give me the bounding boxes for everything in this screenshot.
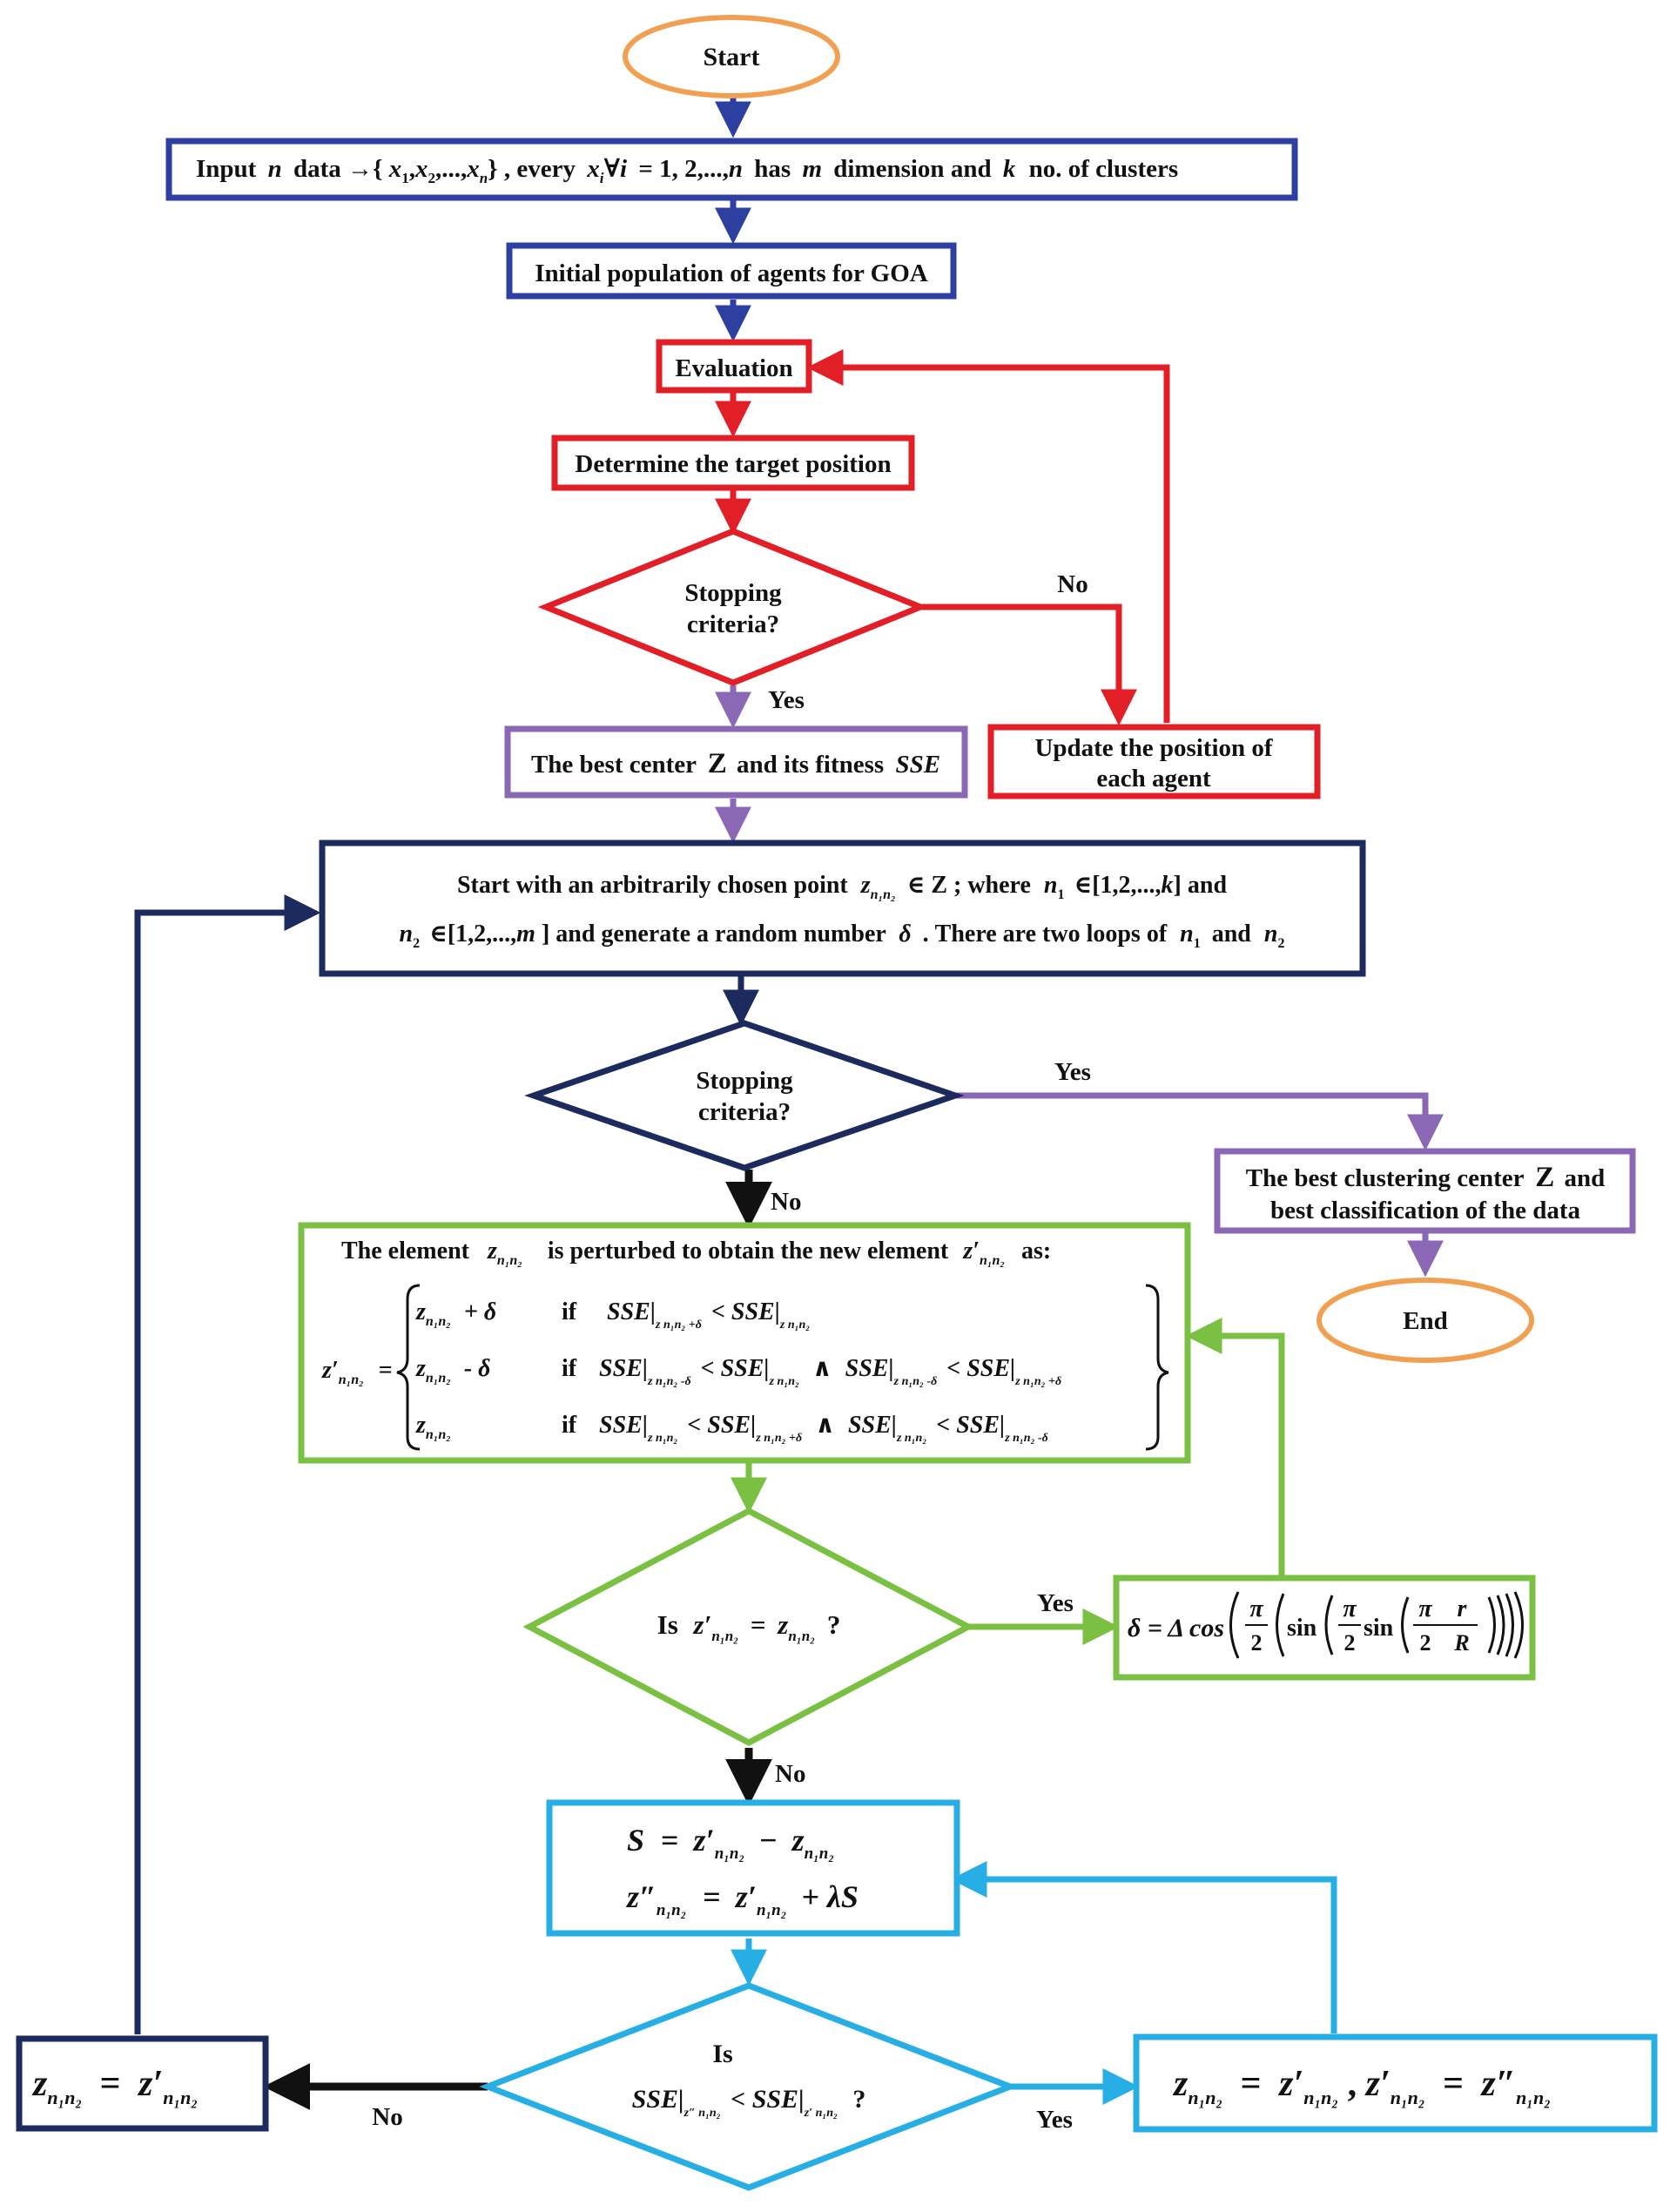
edge-label-yes-stop1: Yes [768,686,805,714]
perturb-row2: zn₁n₂ - δ if SSE|z n₁n₂ -δ < SSE|z n₁n₂ … [415,1355,1061,1391]
edge-delta-perturb [1185,1318,1285,1576]
initpop-label: Initial population of agents for GOA [535,260,927,287]
delta-pi-3: π [1418,1595,1432,1622]
stop1-line2: criteria? [687,610,779,638]
target-box: Determine the target position [551,435,915,491]
left-assign-text: zn₁n₂ = z′n₁n₂ [31,2064,198,2113]
best-center-text: The best center Z and its fitness SSE [531,748,940,779]
edge-rightassign-scalc [950,1861,1337,2033]
left-assign-box: zn₁n₂ = z′n₁n₂ [16,2035,269,2132]
input-text: Input n data →{ x1,x2,...,xn} , every xi… [196,155,1178,186]
delta-sin-1: sin [1287,1615,1317,1642]
right-assign-text: zn₁n₂ = z′n₁n₂ , z′n₁n₂ = z″n₁n₂ [1172,2064,1551,2113]
best-clustering-line1: The best clustering center Z and [1246,1162,1606,1193]
is-equal-text: Is z′n₁n₂ = zn₁n₂ ? [657,1609,841,1647]
edge-label-yes-issse: Yes [1036,2106,1073,2134]
delta-paren-close-4 [1487,1596,1496,1654]
delta-two-2: 2 [1344,1630,1356,1656]
delta-lhs: δ = Δ cos [1128,1614,1224,1642]
is-sse-line2: SSE|z″ n₁n₂ < SSE|z′ n₁n₂ ? [632,2085,866,2122]
input-box: Input n data →{ x1,x2,...,xn} , every xi… [165,138,1298,201]
edge-stop2-bestclustering [955,1092,1444,1151]
delta-paren-open-3 [1324,1595,1334,1656]
perturb-header: The element zn₁n₂ is perturbed to obtain… [341,1238,1051,1271]
delta-paren-open-4 [1401,1596,1410,1654]
delta-paren-open-2 [1276,1593,1285,1657]
edge-label-yes-isequal: Yes [1037,1589,1074,1617]
delta-paren-close-1 [1513,1591,1524,1659]
perturb-box: The element zn₁n₂ is perturbed to obtain… [298,1222,1191,1464]
update-line2: each agent [1096,765,1211,792]
delta-formula: δ = Δ cos π 2 sin π 2 sin π 2 [1128,1591,1524,1659]
delta-R: R [1453,1630,1469,1656]
s-calc-box: S = z′n₁n₂ − zn₁n₂ z″n₁n₂ = z′n₁n₂ + λS [546,1799,960,1937]
s-calc-line1: S = z′n₁n₂ − zn₁n₂ [627,1823,834,1865]
perturb-lhs: z′n₁n₂ = [321,1357,393,1390]
delta-two-3: 2 [1420,1630,1431,1656]
perturb-right-brace [1145,1284,1169,1451]
initpop-box: Initial population of agents for GOA [506,242,957,300]
is-sse-line1: Is [712,2040,732,2068]
edge-stop1-update [920,604,1137,726]
start-label: Start [704,43,760,71]
update-box: Update the position of each agent [987,724,1321,799]
best-clustering-box: The best clustering center Z and best cl… [1214,1148,1636,1234]
target-label: Determine the target position [575,450,891,478]
delta-formula-box: δ = Δ cos π 2 sin π 2 sin π 2 [1113,1575,1536,1681]
perturb-left-brace [396,1284,421,1451]
perturb-row1: zn₁n₂ + δ if SSE|z n₁n₂ +δ < SSE|z n₁n₂ [415,1298,810,1334]
update-line1: Update the position of [1034,734,1272,762]
delta-pi-1: π [1249,1595,1263,1622]
right-assign-box: zn₁n₂ = z′n₁n₂ , z′n₁n₂ = z″n₁n₂ [1133,2033,1658,2133]
start-with-line1: Start with an arbitrarily chosen point z… [457,872,1227,905]
end-terminal: End [1316,1278,1534,1363]
edge-label-yes-stop2: Yes [1054,1058,1091,1086]
stop2-line2: criteria? [698,1098,791,1126]
best-center-box: The best center Z and its fitness SSE [504,725,968,799]
stop1-line1: Stopping [684,579,782,607]
delta-paren-open-1 [1229,1591,1240,1659]
is-sse-diamond: Is SSE|z″ n₁n₂ < SSE|z′ n₁n₂ ? [479,1982,1019,2191]
is-equal-diamond: Is z′n₁n₂ = zn₁n₂ ? [522,1507,975,1746]
evaluation-label: Evaluation [675,354,792,382]
nodes: Start Input n data →{ x1,x2,...,xn} , ev… [16,15,1658,2191]
edge-label-no-stop1: No [1057,570,1088,598]
evaluation-box: Evaluation [656,339,812,394]
stop2-diamond: Stopping criteria? [524,1020,965,1171]
delta-two-1: 2 [1251,1630,1263,1656]
best-clustering-line2: best classification of the data [1270,1197,1581,1224]
edges [134,92,1444,2110]
delta-pi-2: π [1343,1595,1357,1622]
edge-update-eval [806,349,1170,723]
edge-labels: No Yes Yes No Yes No No Yes [372,570,1091,2134]
edge-label-no-isequal: No [775,1760,805,1788]
perturb-row3: zn₁n₂ if SSE|z n₁n₂ < SSE|z n₁n₂ +δ ∧ SS… [415,1412,1048,1447]
delta-sin-2: sin [1364,1615,1394,1642]
edge-leftassign-startwith [134,894,321,2034]
start-with-box: Start with an arbitrarily chosen point z… [319,840,1366,977]
delta-r: r [1458,1595,1468,1622]
s-calc-line2: z″n₁n₂ = z′n₁n₂ + λS [625,1879,859,1922]
edge-label-no-issse: No [372,2103,402,2131]
delta-paren-close-3 [1496,1595,1505,1656]
start-terminal: Start [623,15,840,98]
delta-paren-close-2 [1505,1593,1514,1657]
stop1-diamond: Stopping criteria? [537,528,929,686]
end-label: End [1403,1307,1448,1335]
edge-label-no-stop2: No [771,1188,801,1216]
start-with-line2: n2 ∈[1,2,...,m ] and generate a random n… [400,921,1285,954]
stop2-line1: Stopping [696,1067,793,1095]
